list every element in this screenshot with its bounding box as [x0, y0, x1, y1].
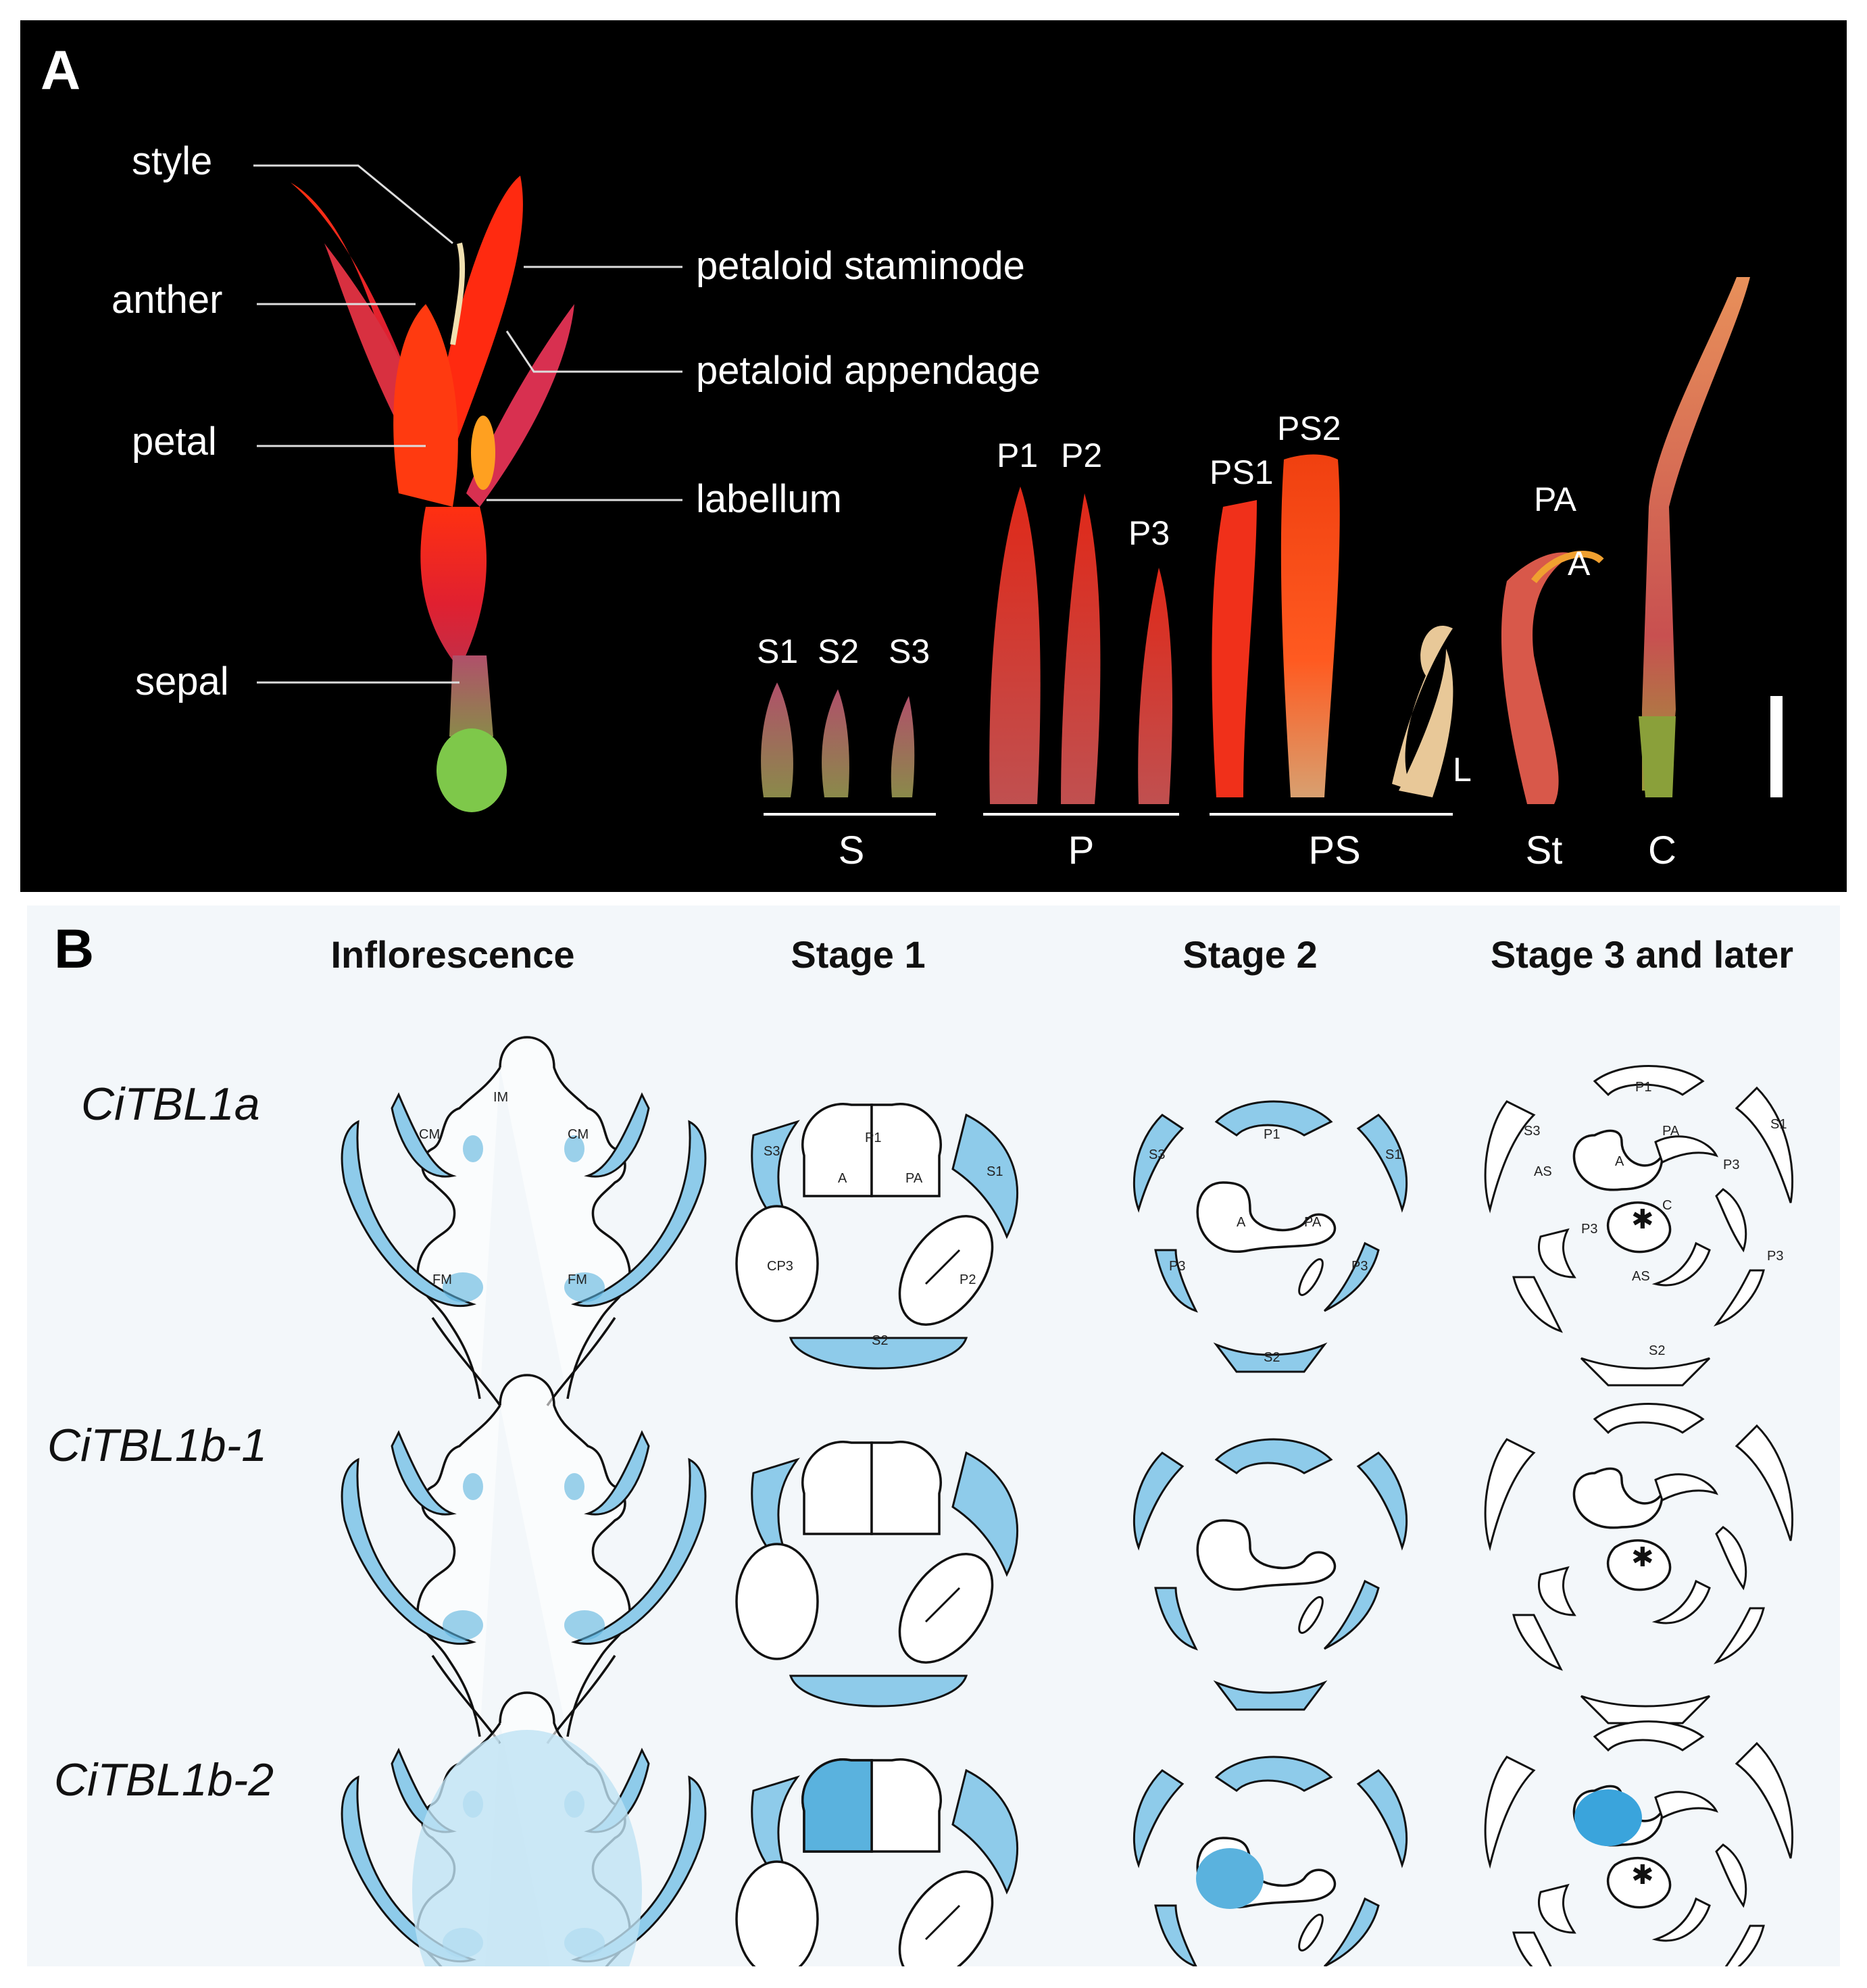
citbl1b2-inflorescence — [341, 1691, 707, 1966]
diagram-label: P1 — [1635, 1080, 1651, 1095]
diagram-label: A — [838, 1171, 847, 1186]
diagram-label: P3 — [1351, 1259, 1368, 1274]
citbl1b1-stage3 — [1484, 1402, 1794, 1724]
diagram-label: AS — [1534, 1164, 1552, 1179]
diagram-label: S1 — [987, 1164, 1003, 1179]
diagram-label: A — [1237, 1215, 1246, 1230]
citbl1a-inflorescence — [341, 1036, 707, 1407]
whole-flower — [291, 176, 574, 812]
organ-label: S3 — [889, 632, 930, 670]
callout-labellum: labellum — [696, 477, 842, 521]
organ-label: PS2 — [1277, 409, 1341, 447]
diagram-label: AS — [1632, 1269, 1650, 1284]
organ-label: P1 — [997, 437, 1039, 474]
organ-label: P3 — [1128, 514, 1170, 552]
expression-diagrams: ✱ IM CM — [341, 1036, 1794, 1966]
citbl1b1-stage1 — [735, 1440, 1019, 1708]
row-header: CiTBL1b-1 — [47, 1420, 268, 1471]
scale-bar — [1770, 696, 1783, 797]
flower-photo-illustration — [253, 164, 1783, 816]
diagram-label: FM — [568, 1272, 587, 1287]
diagram-label: S3 — [764, 1144, 780, 1159]
diagram-label: PA — [1662, 1124, 1680, 1139]
organ-label: P2 — [1061, 437, 1103, 474]
carpel — [1639, 277, 1750, 797]
diagram-label: FM — [432, 1272, 452, 1287]
diagram-label: CM — [568, 1127, 589, 1142]
callout-petaloid-appendage: petaloid appendage — [696, 349, 1041, 393]
diagram-label: P3 — [1723, 1158, 1739, 1172]
diagram-label: CM — [419, 1127, 440, 1142]
citbl1b2-stage2 — [1132, 1756, 1408, 1966]
diagram-label: S3 — [1524, 1124, 1540, 1139]
diagram-label: S2 — [1264, 1350, 1280, 1365]
organ-label: PA — [1534, 480, 1576, 518]
diagram-label: P3 — [1581, 1222, 1597, 1237]
citbl1a-stage2 — [1132, 1100, 1408, 1373]
callout-petal: petal — [132, 420, 217, 464]
diagram-label: IM — [493, 1090, 508, 1105]
citbl1b2-stage3 — [1484, 1720, 1794, 1966]
diagram-label: S3 — [1149, 1147, 1165, 1162]
diagram-label: P2 — [960, 1272, 976, 1287]
diagram-label: CP3 — [767, 1259, 793, 1274]
group-label: P — [1068, 828, 1095, 872]
column-header: Inflorescence — [330, 933, 575, 976]
group-label: PS — [1308, 828, 1361, 872]
diagram-label: S2 — [872, 1333, 888, 1348]
citbl1b2-stage1 — [735, 1758, 1019, 1966]
callout-anther: anther — [111, 278, 223, 322]
diagram-label: C — [1662, 1198, 1672, 1213]
row-header: CiTBL1b-2 — [54, 1754, 274, 1806]
panel-a-label: A — [41, 40, 81, 101]
callout-lines — [253, 164, 682, 684]
diagram-label: A — [1615, 1154, 1624, 1169]
diagram-labels-row1: IM CM CM FM FM S3 P1 A PA S1 CP3 P2 S2 S… — [419, 1080, 1787, 1365]
diagram-label: P3 — [1767, 1249, 1783, 1264]
petals — [989, 487, 1172, 804]
diagram-label: S1 — [1385, 1147, 1401, 1162]
group-label: C — [1648, 828, 1676, 872]
group-label: St — [1525, 828, 1563, 872]
diagram-label: S2 — [1649, 1343, 1665, 1358]
organ-label: A — [1568, 545, 1591, 582]
diagram-label: S1 — [1770, 1117, 1787, 1132]
diagram-label: P1 — [865, 1130, 881, 1145]
column-header: Stage 2 — [1183, 933, 1318, 976]
organ-label: PS1 — [1210, 453, 1274, 491]
column-header: Stage 1 — [791, 933, 926, 976]
diagram-label: PA — [905, 1171, 923, 1186]
citbl1b1-stage2 — [1132, 1438, 1408, 1711]
panel-a-photo: A — [20, 20, 1847, 892]
citbl1b1-inflorescence — [341, 1374, 707, 1745]
organ-label: L — [1453, 751, 1472, 789]
callout-petaloid-staminode: petaloid staminode — [696, 244, 1025, 288]
diagram-label: PA — [1304, 1215, 1322, 1230]
panel-b-label: B — [54, 918, 95, 980]
column-header: Stage 3 and later — [1490, 933, 1794, 976]
sepals — [761, 682, 915, 797]
stamen — [1501, 551, 1604, 804]
callout-style: style — [132, 139, 213, 183]
row-header: CiTBL1a — [81, 1078, 260, 1130]
callout-sepal: sepal — [135, 660, 229, 703]
citbl1a-stage3 — [1484, 1064, 1794, 1387]
panel-b-diagrams: B Inflorescence Stage 1 Stage 2 Stage 3 … — [27, 905, 1840, 1966]
group-label: S — [838, 828, 865, 872]
diagram-label: P1 — [1264, 1127, 1280, 1142]
diagram-label: P3 — [1169, 1259, 1185, 1274]
organ-label: S1 — [757, 632, 799, 670]
organ-label: S2 — [818, 632, 860, 670]
petaloid-staminodes — [1212, 454, 1453, 797]
